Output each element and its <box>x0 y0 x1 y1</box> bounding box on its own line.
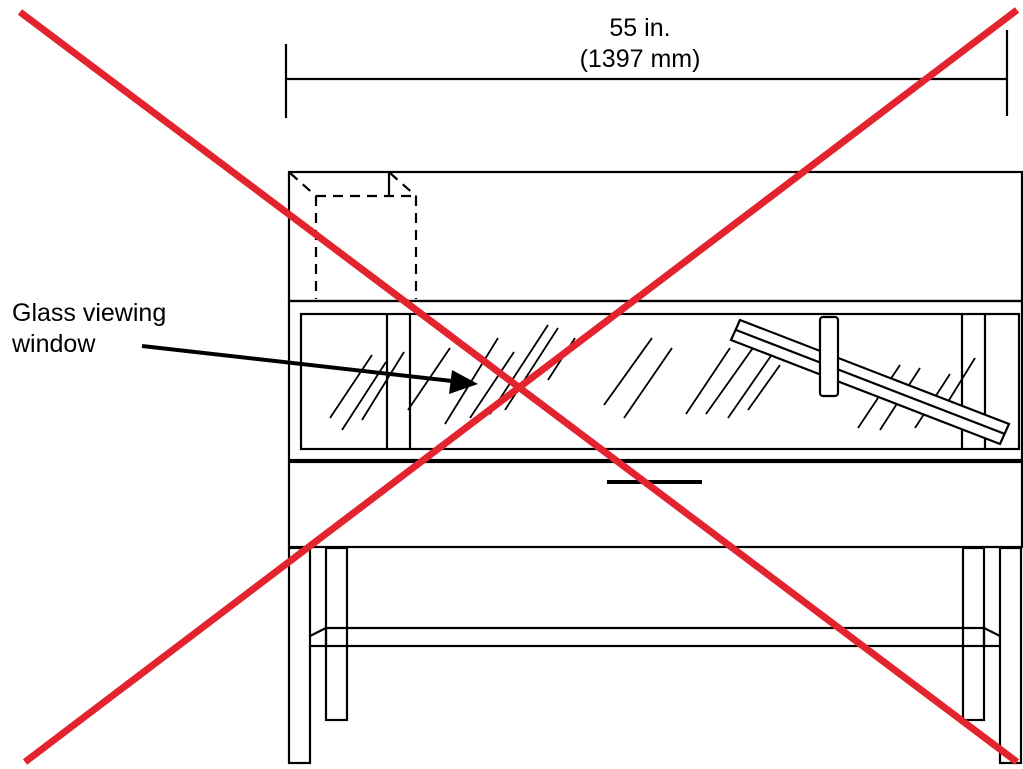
cabinet-legs <box>287 546 1023 765</box>
callout-arrow <box>141 344 478 394</box>
glass-viewing-window <box>299 312 1021 451</box>
width-dimension-line <box>284 30 1009 118</box>
work-surface-panel <box>287 460 1023 549</box>
dimension-inches: 55 in. <box>609 14 671 42</box>
cross-brace <box>309 626 1001 648</box>
callout-label-line1: Glass viewing <box>12 299 167 327</box>
sash-frame <box>287 299 1023 462</box>
dimension-millimeters: (1397 mm) <box>579 45 701 73</box>
callout-label-line2: window <box>12 330 96 358</box>
strike-x-mark <box>17 7 1020 765</box>
exhaust-box-dashed <box>289 172 418 299</box>
tilted-sash-bar <box>729 315 1011 446</box>
